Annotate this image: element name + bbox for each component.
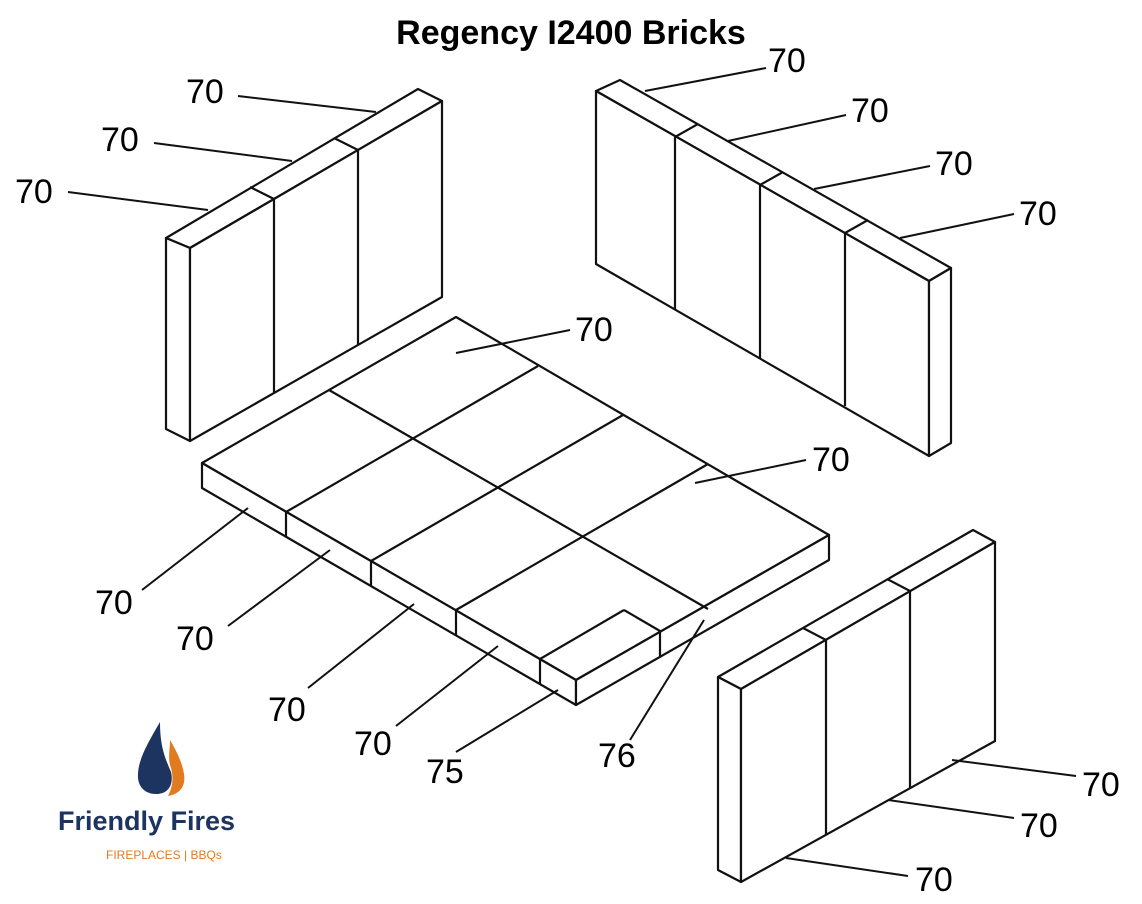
part-label: 70 (268, 691, 306, 729)
right-wall-panel (594, 78, 953, 458)
flame-navy-icon (137, 722, 172, 794)
diagram-title: Regency I2400 Bricks (396, 14, 746, 52)
leader-line (395, 645, 499, 727)
floor-panel (200, 315, 831, 707)
floor-seam (328, 389, 709, 610)
floor-seam (539, 609, 625, 660)
part-label: 70 (1082, 766, 1120, 804)
left-wall-seam (249, 186, 275, 200)
right-wall-face (594, 89, 931, 458)
part-label: 76 (598, 737, 636, 775)
leader-line (153, 142, 293, 162)
part-label: 70 (101, 121, 139, 159)
part-label: 70 (768, 42, 806, 80)
leader-line (785, 857, 909, 877)
part-labels: 70 70 70 70 70 70 70 70 70 70 70 70 70 7… (15, 42, 1120, 899)
leader-lines (67, 67, 1077, 877)
side-wall-panel (716, 528, 997, 884)
floor-seam (623, 609, 661, 632)
right-wall-seam (674, 123, 699, 138)
left-wall-panel (164, 87, 444, 443)
part-label: 70 (575, 311, 613, 349)
flame-orange-icon (168, 740, 185, 796)
left-wall-side (164, 236, 192, 443)
leader-line (455, 329, 571, 354)
right-wall-seam (844, 219, 869, 234)
part-label: 70 (186, 73, 224, 111)
leader-line (307, 603, 415, 689)
part-label: 70 (935, 145, 973, 183)
leader-line (237, 95, 377, 113)
part-label: 70 (95, 584, 133, 622)
part-label: 70 (1020, 807, 1058, 845)
part-label: 75 (426, 753, 464, 791)
side-wall-side (716, 675, 743, 884)
leader-line (629, 619, 705, 741)
leader-line (141, 507, 249, 591)
left-wall-seam (333, 137, 359, 151)
part-label: 70 (915, 861, 953, 899)
part-label: 70 (851, 92, 889, 130)
leader-line (813, 165, 931, 190)
leader-line (227, 549, 331, 627)
right-wall-side (927, 266, 953, 458)
side-wall-seam (802, 627, 827, 641)
brand-name: Friendly Fires (58, 806, 236, 836)
brand-tagline: FIREPLACES | BBQs (106, 848, 222, 862)
leader-line (694, 459, 807, 484)
floor-side (574, 533, 831, 707)
leader-line (455, 689, 559, 753)
flame-logo-icon (137, 722, 185, 796)
part-label: 70 (812, 441, 850, 479)
leader-line (951, 759, 1077, 777)
part-label: 70 (176, 620, 214, 658)
leader-line (727, 114, 847, 142)
part-label: 70 (354, 725, 392, 763)
leader-line (644, 67, 767, 92)
right-wall-seam (759, 171, 784, 186)
leader-line (899, 213, 1015, 239)
side-wall-seam (886, 578, 911, 592)
part-label: 70 (1019, 195, 1057, 233)
part-label: 70 (15, 173, 53, 211)
leader-line (887, 799, 1015, 819)
leader-line (67, 191, 209, 211)
